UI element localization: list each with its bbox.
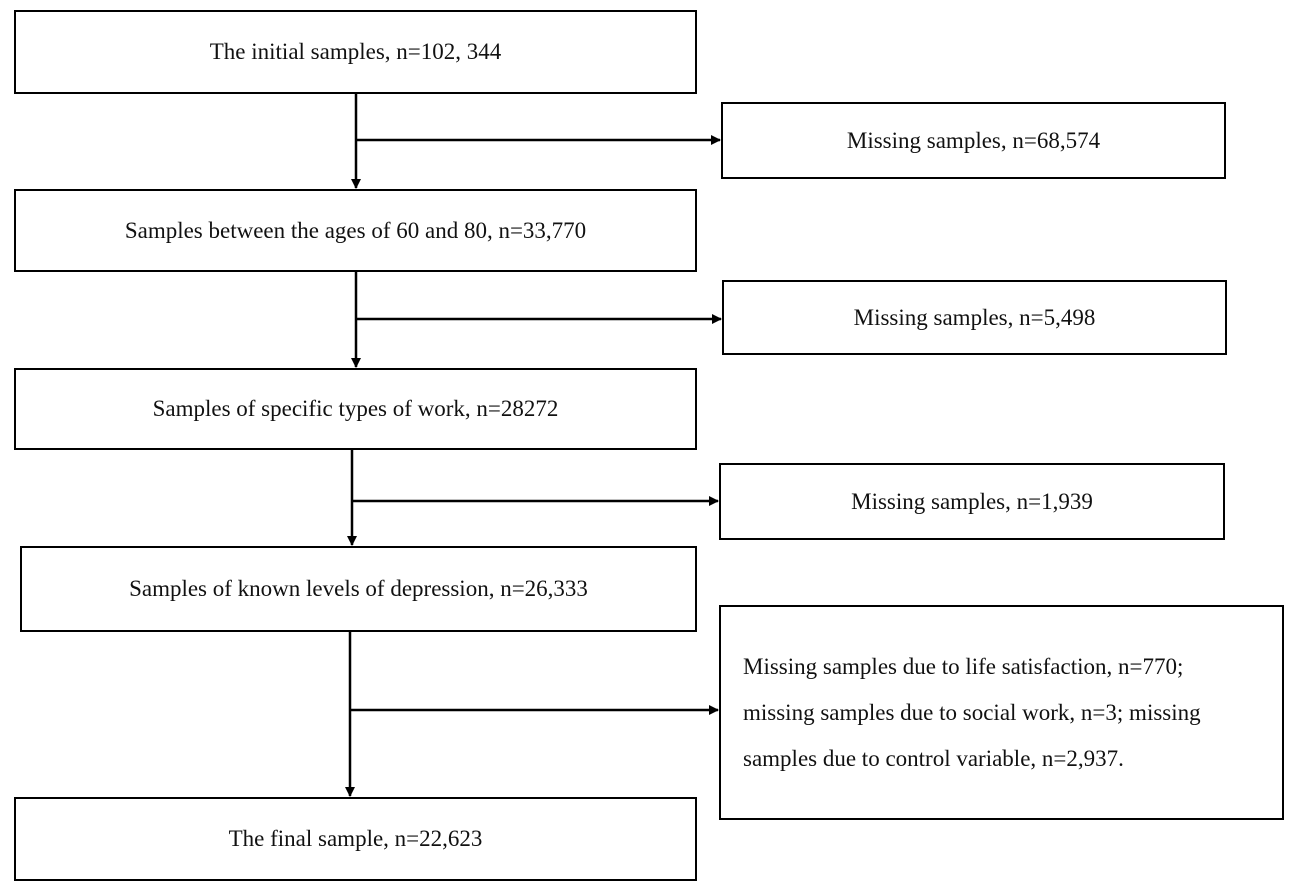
step-label-initial-samples: The initial samples, n=102, 344 <box>209 39 502 64</box>
exclusion-line-4-2: missing samples due to social work, n=3;… <box>743 699 1201 725</box>
step-box-depression-samples: Samples of known levels of depression, n… <box>20 546 697 632</box>
exclusion-text-4: Missing samples due to life satisfaction… <box>743 644 1201 782</box>
step-label-final-sample: The final sample, n=22,623 <box>228 826 483 851</box>
step-box-age-range-samples: Samples between the ages of 60 and 80, n… <box>14 189 697 272</box>
exclusion-line-4-1: Missing samples due to life satisfaction… <box>743 653 1184 679</box>
step-box-initial-samples: The initial samples, n=102, 344 <box>14 10 697 94</box>
exclusion-box-3: Missing samples, n=1,939 <box>719 463 1225 540</box>
exclusion-box-1: Missing samples, n=68,574 <box>721 102 1226 179</box>
step-label-depression-samples: Samples of known levels of depression, n… <box>129 576 588 601</box>
exclusion-box-2: Missing samples, n=5,498 <box>722 280 1227 355</box>
exclusion-line-4-3: samples due to control variable, n=2,937… <box>743 745 1124 771</box>
step-box-work-type-samples: Samples of specific types of work, n=282… <box>14 368 697 450</box>
exclusion-box-4: Missing samples due to life satisfaction… <box>719 605 1284 820</box>
step-label-age-range-samples: Samples between the ages of 60 and 80, n… <box>124 217 587 243</box>
exclusion-label-2: Missing samples, n=5,498 <box>853 304 1096 330</box>
step-box-final-sample: The final sample, n=22,623 <box>14 797 697 881</box>
exclusion-label-3: Missing samples, n=1,939 <box>851 488 1093 514</box>
step-label-work-type-samples: Samples of specific types of work, n=282… <box>152 396 559 421</box>
exclusion-label-1: Missing samples, n=68,574 <box>846 127 1101 153</box>
